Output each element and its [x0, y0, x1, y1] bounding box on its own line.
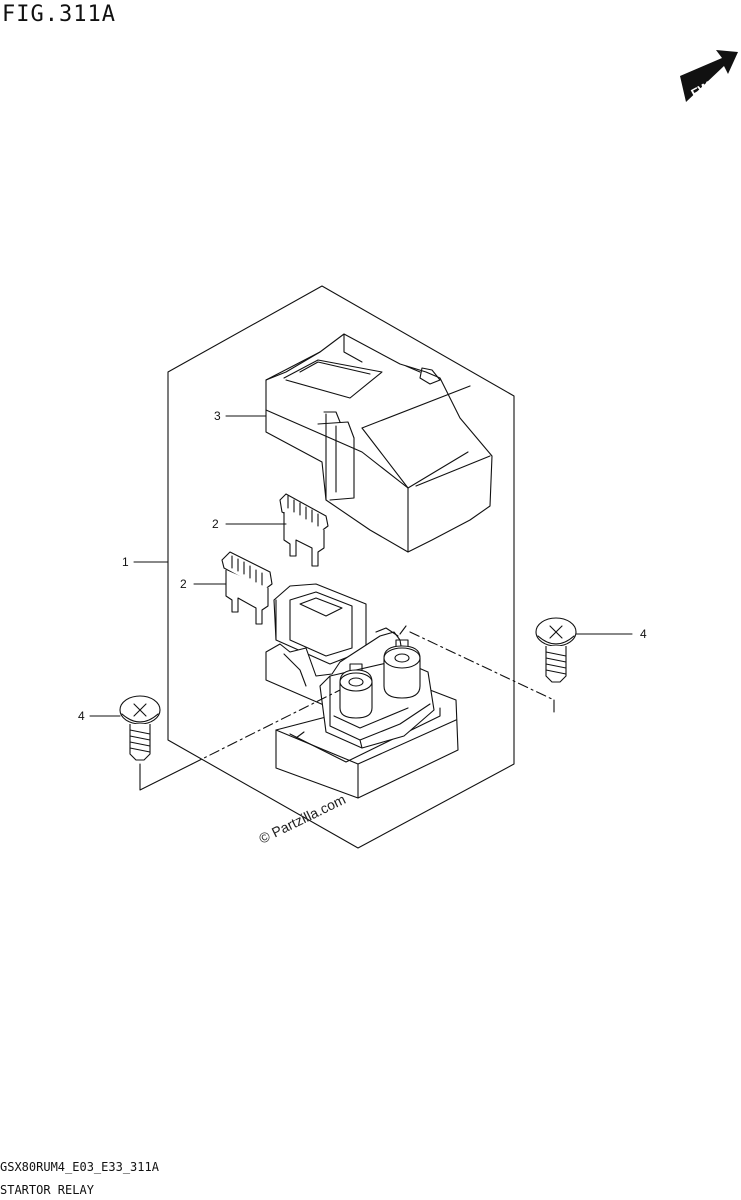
watermark: © Partzilla.com [256, 791, 348, 847]
callout-1: 1 [122, 555, 129, 569]
fuse-icon [221, 551, 273, 625]
fuse-icon [279, 493, 329, 567]
forward-arrow-icon: FWD [680, 50, 738, 102]
callout-leaders [89, 415, 633, 717]
relay-cover-icon [265, 333, 493, 553]
figure-title: FIG.311A [2, 2, 116, 27]
callout-4-left: 4 [78, 709, 85, 723]
callout-4-right: 4 [640, 627, 647, 641]
starter-relay-icon [265, 583, 459, 799]
section-name: STARTOR RELAY [0, 1183, 94, 1197]
callout-2b: 2 [180, 577, 187, 591]
assembly-guide-lines [139, 625, 555, 791]
callout-2a: 2 [212, 517, 219, 531]
screw-icon [535, 617, 577, 683]
callout-3: 3 [214, 409, 221, 423]
assembly-outline [167, 285, 515, 849]
screw-icon [119, 695, 161, 761]
model-code: GSX80RUM4_E03_E33_311A [0, 1160, 159, 1174]
